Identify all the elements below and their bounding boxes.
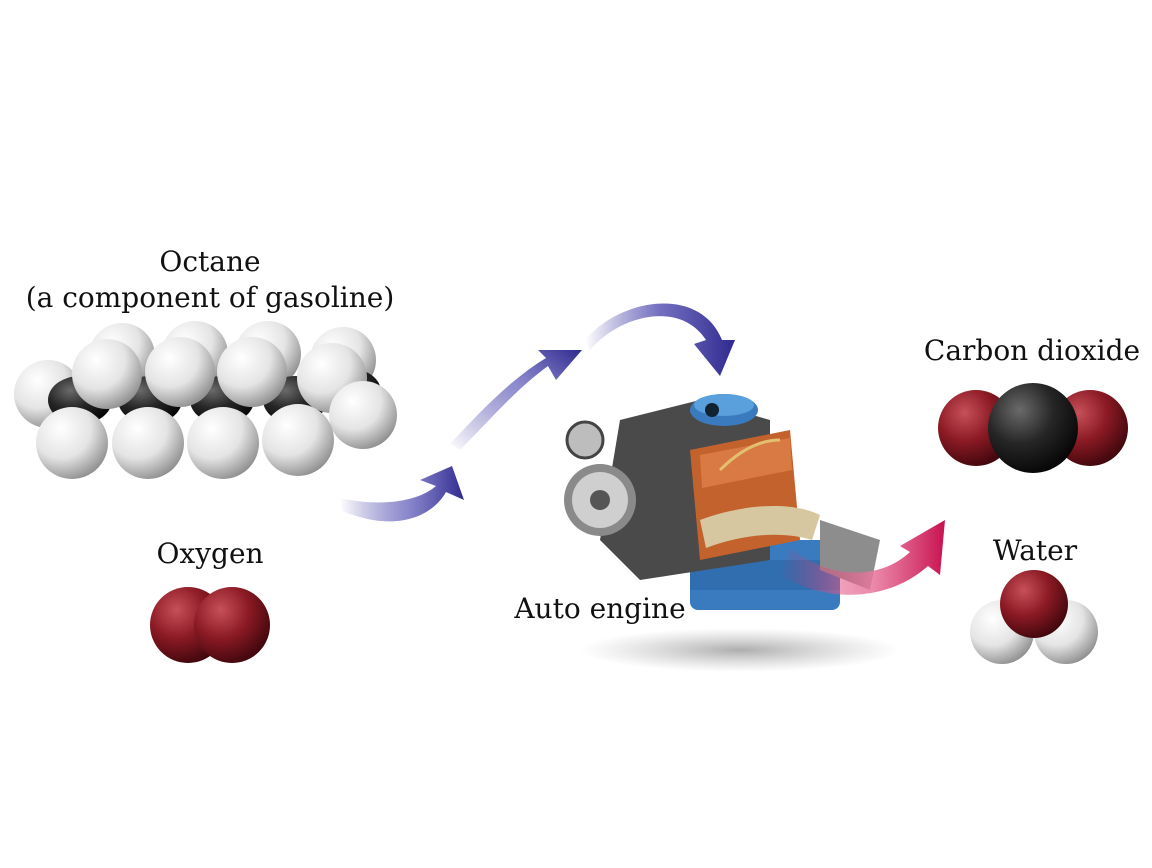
- engine-label: Auto engine: [514, 592, 686, 625]
- octane-label: Octane: [159, 245, 261, 278]
- octane-sublabel: (a component of gasoline): [25, 281, 395, 314]
- oxygen-molecule: [150, 587, 270, 663]
- octane-molecule: [14, 321, 397, 479]
- water-molecule: [970, 570, 1098, 664]
- co2-label: Carbon dioxide: [923, 334, 1141, 367]
- reactant-arrows: [340, 303, 735, 522]
- engine-illustration: [564, 394, 900, 672]
- product-arrow: [780, 520, 945, 595]
- water-label: Water: [992, 534, 1078, 567]
- oxygen-label: Oxygen: [156, 537, 264, 570]
- co2-molecule: [938, 383, 1128, 473]
